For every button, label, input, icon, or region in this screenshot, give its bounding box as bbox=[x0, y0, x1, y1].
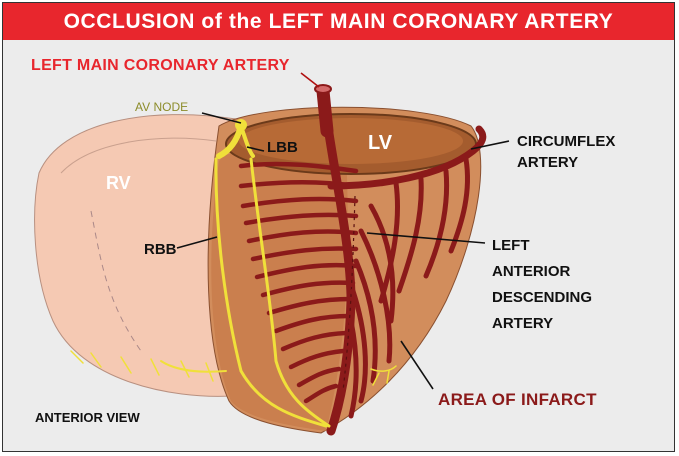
circumflex-label-line2: ARTERY bbox=[517, 154, 578, 171]
av-node-label: AV NODE bbox=[135, 100, 188, 114]
lbb-label: LBB bbox=[267, 139, 298, 156]
right-ventricle bbox=[35, 115, 236, 397]
view-label: ANTERIOR VIEW bbox=[35, 410, 140, 425]
lad-label-line4: ARTERY bbox=[492, 315, 553, 332]
infarct-label: AREA OF INFARCT bbox=[438, 390, 597, 409]
left-main-label: LEFT MAIN CORONARY ARTERY bbox=[31, 57, 290, 74]
circumflex-label-line1: CIRCUMFLEX bbox=[517, 133, 615, 150]
rv-label: RV bbox=[106, 173, 131, 193]
av-node-dot bbox=[235, 119, 247, 131]
heart-diagram: LEFT MAIN CORONARY ARTERY AV NODE LBB LV… bbox=[3, 3, 675, 452]
lv-label: LV bbox=[368, 132, 393, 154]
lad-label-line3: DESCENDING bbox=[492, 289, 592, 306]
left-main-artery bbox=[323, 91, 327, 131]
lad-label-line1: LEFT bbox=[492, 237, 530, 254]
lad-label-line2: ANTERIOR bbox=[492, 263, 571, 280]
left-main-leader bbox=[301, 73, 319, 87]
rbb-label: RBB bbox=[144, 241, 177, 258]
diagram-frame: OCCLUSION of the LEFT MAIN CORONARY ARTE… bbox=[2, 2, 675, 452]
